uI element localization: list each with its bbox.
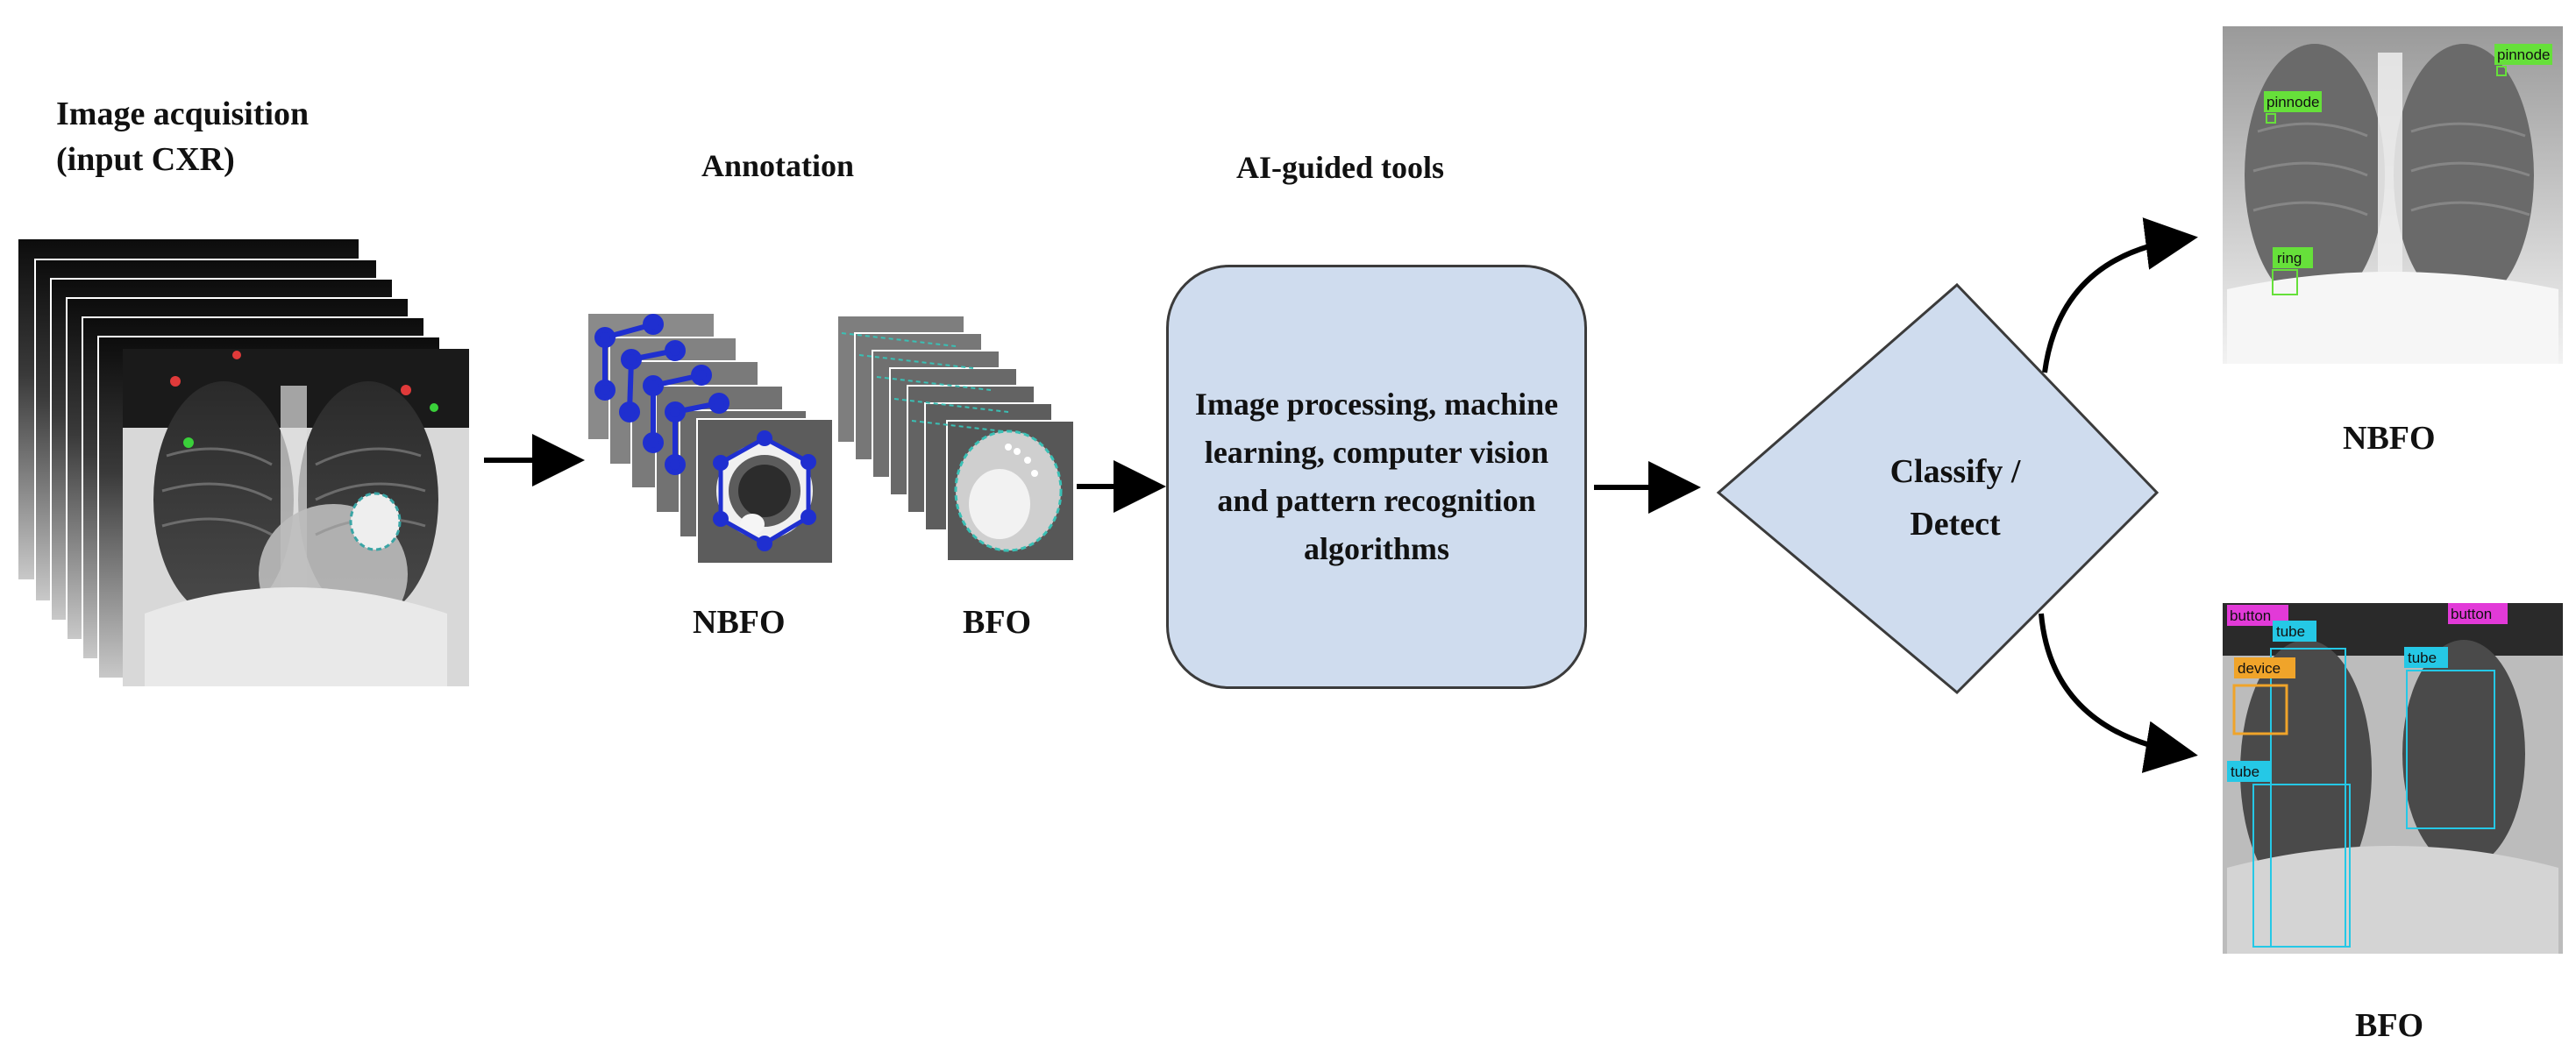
annotation-nbfo-label: NBFO <box>693 604 786 641</box>
bfo-tag-tube-3-text: tube <box>2231 763 2259 780</box>
bfo-tag-tube-1-text: tube <box>2276 623 2305 640</box>
ai-tools-process-text: Image processing, machine learning, comp… <box>1194 387 1559 566</box>
bfo-tag-tube-3 <box>2227 761 2271 782</box>
bfo-device-annotation <box>954 430 1063 552</box>
bfo-tag-button-2 <box>2448 603 2508 624</box>
classify-detect-line1: Classify / <box>1889 453 2021 490</box>
input-cxr-stack <box>17 238 469 686</box>
bfo-tag-device <box>2234 657 2295 678</box>
acquisition-title-line2: (input CXR) <box>56 141 235 178</box>
nbfo-tag-pinnode-1 <box>2264 91 2322 112</box>
bfo-tag-device-text: device <box>2238 660 2281 677</box>
nbfo-tag-pinnode-2 <box>2494 44 2552 65</box>
bfo-tag-button-1-text: button <box>2230 607 2271 624</box>
annotation-bfo-stack <box>836 315 1075 562</box>
bfo-output-image: button tube button tube device tube <box>2223 603 2563 954</box>
ai-tools-process-box: Image processing, machine learning, comp… <box>1166 265 1587 689</box>
nbfo-tag-ring <box>2273 247 2313 268</box>
annotation-title: Annotation <box>701 148 855 183</box>
output-nbfo-label: NBFO <box>2343 420 2436 457</box>
tools-title: AI-guided tools <box>1236 150 1445 185</box>
output-bfo-label: BFO <box>2355 1007 2424 1044</box>
bfo-tag-tube-1 <box>2273 621 2316 642</box>
bfo-tag-tube-2 <box>2404 647 2448 668</box>
acquisition-title-line1: Image acquisition <box>56 96 310 132</box>
classify-detect-text: Classify / Detect <box>1824 445 2087 550</box>
nbfo-tag-pinnode-1-text: pinnode <box>2266 94 2320 110</box>
flow-arrows <box>484 217 2198 773</box>
annotation-nbfo-stack <box>587 312 834 565</box>
nbfo-ring-annotation <box>713 430 816 551</box>
annotation-bfo-label: BFO <box>963 604 1032 641</box>
nbfo-tag-pinnode-2-text: pinnode <box>2497 46 2551 63</box>
nbfo-output-image: pinnode pinnode ring <box>2223 26 2563 364</box>
classify-detect-diamond <box>1716 282 2160 695</box>
bfo-tag-tube-2-text: tube <box>2408 650 2437 666</box>
front-cxr-image <box>123 349 469 686</box>
bfo-tag-button-2-text: button <box>2451 606 2492 622</box>
classify-detect-line2: Detect <box>1910 506 2001 543</box>
nbfo-tag-ring-text: ring <box>2277 250 2302 266</box>
